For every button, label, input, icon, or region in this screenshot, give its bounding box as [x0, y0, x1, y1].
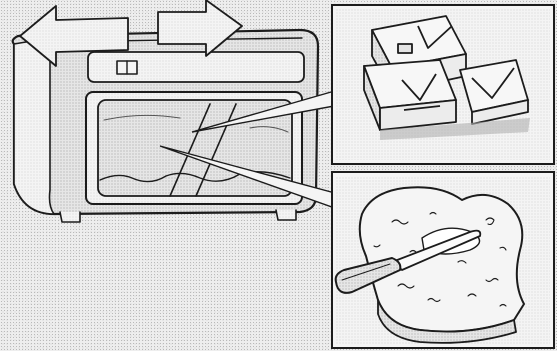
appliance-unit — [13, 30, 318, 222]
mail-panel — [332, 5, 554, 164]
envelope-icon — [364, 60, 456, 130]
appliance-side — [14, 40, 54, 214]
appliance-foot-left — [60, 212, 80, 222]
appliance-foot-right — [276, 210, 296, 220]
bread-panel — [332, 172, 554, 348]
